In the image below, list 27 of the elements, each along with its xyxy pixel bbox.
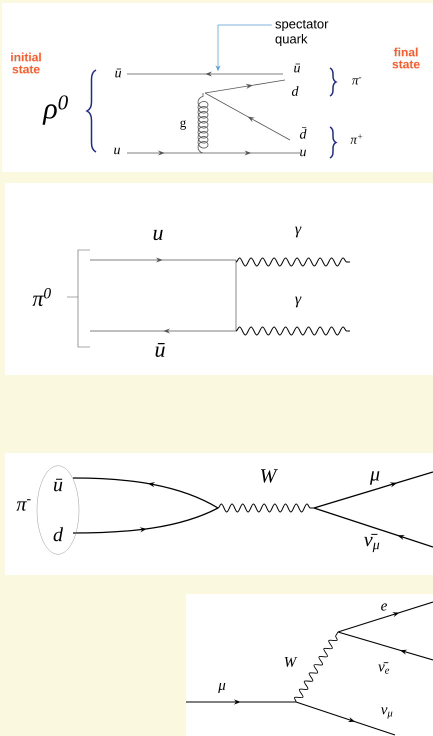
particle-label: π$^{+}$ xyxy=(350,134,362,144)
particle-label: u xyxy=(154,230,163,240)
gluon-label: g xyxy=(180,120,186,130)
particle-label: u xyxy=(300,150,306,156)
particle-label: d xyxy=(292,86,299,96)
particle-label: π$^{0}$ xyxy=(32,288,51,306)
particle-label: ν̄$_{e}$ xyxy=(378,662,390,674)
particle-label: μ xyxy=(218,682,226,694)
particle-label: ū xyxy=(156,343,165,357)
particle-label: μ xyxy=(370,471,380,485)
state-label: final state xyxy=(392,48,420,68)
particle-label: u xyxy=(114,148,120,154)
particle-label: π$^{-}$ xyxy=(352,78,362,84)
particle-label: π$^{-}$ xyxy=(16,499,31,511)
particle-label: e xyxy=(381,603,387,611)
state-label: initial state xyxy=(11,52,41,74)
particle-label: W xyxy=(260,469,278,483)
spectator-label: spectator quark xyxy=(275,20,328,46)
particle-label: d̄ xyxy=(300,127,307,139)
particle-label: ν̄$_{μ}$ xyxy=(364,534,380,552)
particle-label: γ xyxy=(295,226,302,238)
particle-label: ρ$^{0}$ xyxy=(42,95,68,125)
particle-label: γ xyxy=(295,296,302,308)
particle-label: ν$_{μ}$ xyxy=(380,707,392,719)
particle-label: ū xyxy=(115,68,122,78)
particle-label: ū xyxy=(294,64,300,72)
particle-label: W xyxy=(284,656,298,668)
